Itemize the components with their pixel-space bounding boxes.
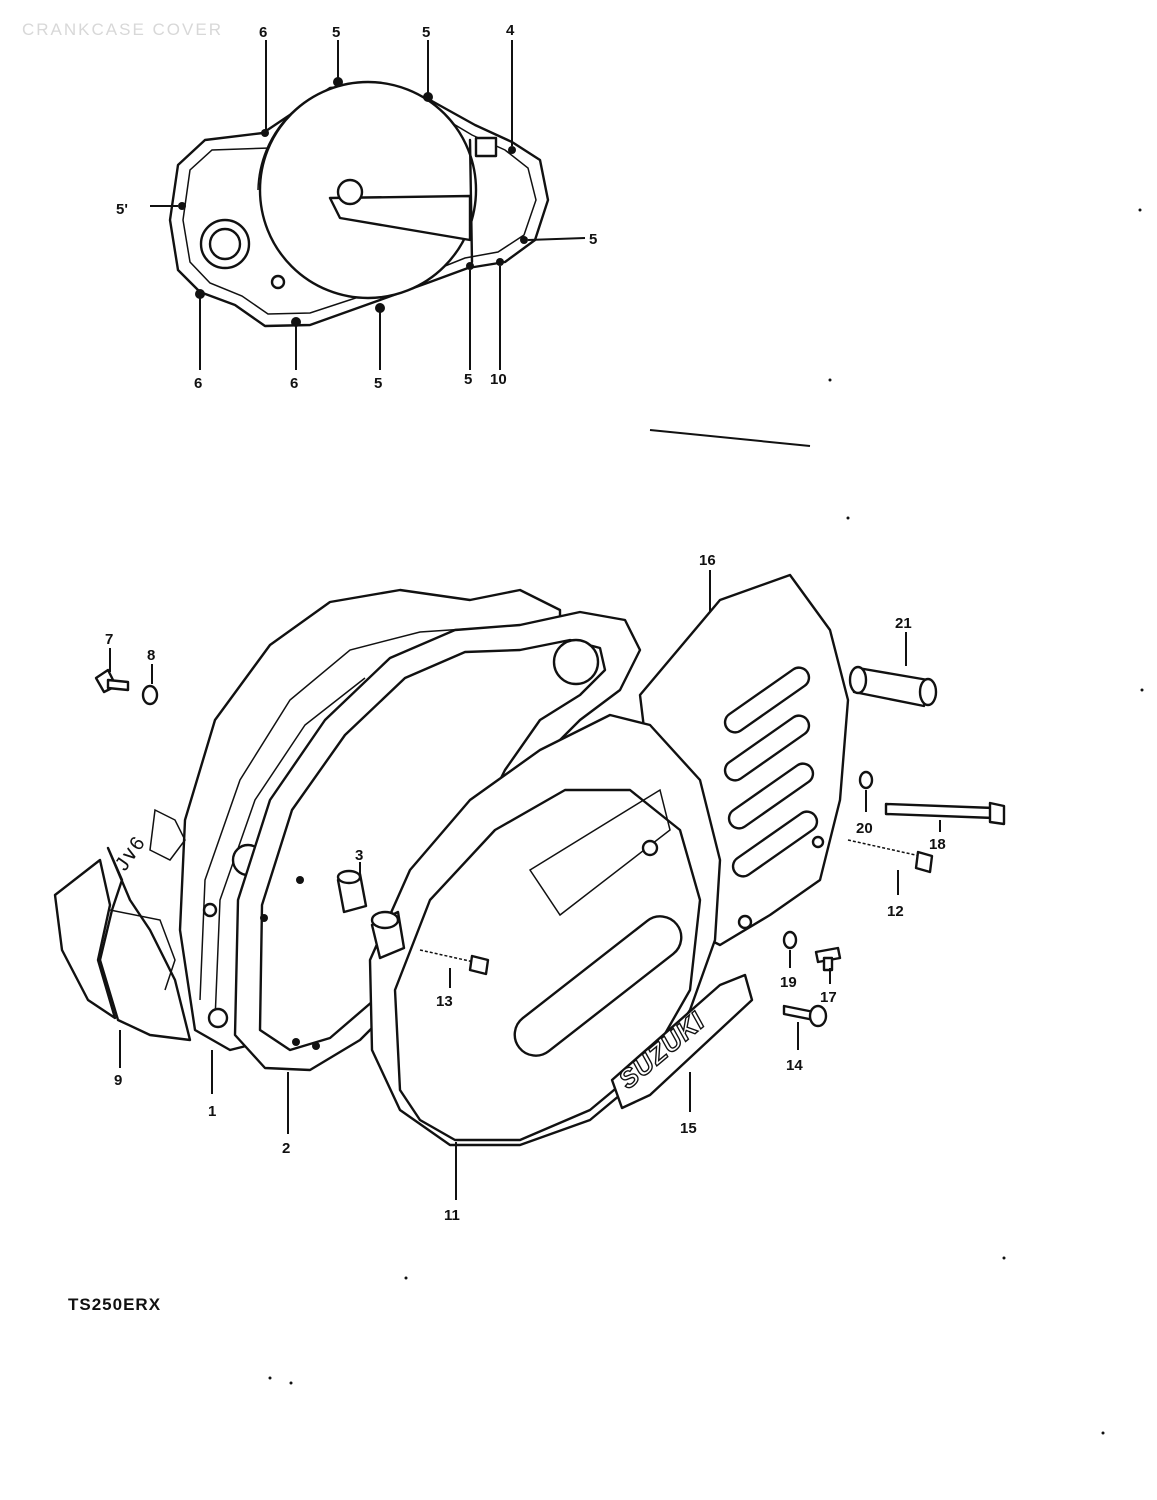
callout-label: 13 [436,993,453,1010]
part-19-washer [782,930,798,950]
part-13-screw [419,949,490,976]
callout-label: 17 [820,989,837,1006]
top-crankcase-cover [168,77,550,328]
callout-label: 11 [444,1207,460,1224]
callout-label: 6 [194,375,202,392]
callout-label: 4 [506,22,515,39]
callout-label: 5 [589,231,597,248]
callout-label: 2 [282,1140,290,1157]
part-21-tube [848,665,938,708]
callout-label: 6 [259,24,267,41]
exploded-leaders [109,429,941,1200]
callout-label: 10 [490,371,507,388]
part-20-washer [858,770,874,790]
model-code: TS250ERX [68,1295,162,1314]
callout-label: 9 [114,1072,122,1089]
part-8-washer [141,684,159,706]
callout-label: 19 [780,974,797,991]
top-callouts: 6 5 5 4 5' 5 6 6 5 5 10 [116,22,597,392]
callout-label: 6 [290,375,298,392]
callout-label: 7 [105,631,113,648]
callout-label: 5 [464,371,472,388]
part-3-dowel [336,869,368,914]
page-title: CRANKCASE COVER [22,20,223,39]
callout-label: 12 [887,903,904,920]
callout-label: 5' [116,201,128,218]
callout-label: 5 [332,24,340,41]
part-17-bolt [814,946,842,972]
callout-label: 18 [929,836,946,853]
callout-label: 14 [786,1057,803,1074]
callout-label: 15 [680,1120,697,1137]
callout-label: 16 [699,552,716,569]
exploded-callouts: 16 21 7 8 20 18 3 12 13 19 17 9 1 2 14 1… [105,552,946,1224]
callout-label: 20 [856,820,873,837]
callout-label: 21 [895,615,912,632]
part-7-bolt [94,668,130,694]
top-leaders [150,40,586,370]
callout-label: 5 [374,375,382,392]
part-11-outer-cover [368,713,722,1147]
callout-label: 3 [355,847,363,864]
callout-label: 1 [208,1103,216,1120]
callout-label: 5 [422,24,430,41]
part-14-bolt [782,1004,828,1028]
part-12-screw [847,839,934,874]
part-18-bolt [884,801,1006,826]
part-9-guard [53,846,192,1042]
callout-label: 8 [147,647,155,664]
scan-specks [268,208,1144,1435]
